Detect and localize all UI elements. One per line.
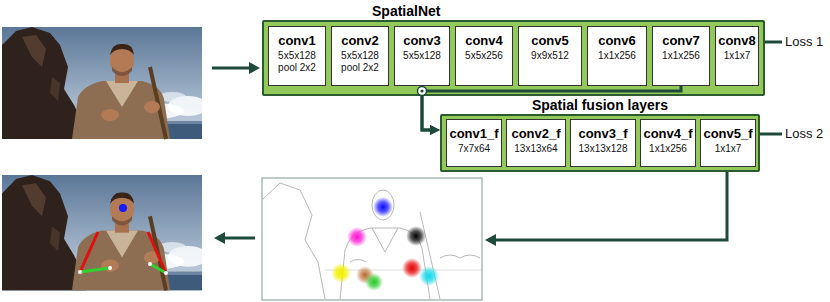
heat-blob: [331, 263, 351, 283]
arrow-head: [430, 125, 440, 135]
loss-label: Loss 1: [785, 34, 823, 50]
layer-box: conv4_f 1x1x256: [640, 119, 696, 167]
layer-size: 13x13x64: [514, 143, 557, 155]
heat-blob: [406, 226, 426, 246]
joint-dot: [164, 271, 168, 275]
layer-name: conv2: [341, 33, 379, 48]
layer-size: 1x1x256: [598, 50, 636, 62]
layer-size: 5x5x256: [465, 50, 503, 62]
layer-box: conv8 1x1x7: [715, 26, 759, 86]
heat-blob: [347, 227, 367, 247]
connector: [422, 86, 681, 135]
layer-box: conv2 5x5x128 pool 2x2: [331, 26, 389, 86]
layer-size: 1x1x7: [724, 50, 751, 62]
input-arrow: [212, 67, 251, 70]
layer-size: 5x5x128: [403, 50, 441, 62]
layer-size: 5x5x128 pool 2x2: [337, 50, 383, 74]
layer-name: conv3: [403, 33, 441, 48]
pose-skeleton: [78, 204, 168, 275]
arrow-head: [485, 234, 496, 246]
layer-name: conv1_f: [449, 126, 498, 141]
forearm: [150, 264, 166, 273]
layer-name: conv4: [465, 33, 503, 48]
layer-name: conv7: [662, 33, 700, 48]
layer-box: conv4 5x5x256: [455, 26, 513, 86]
concat-symbol: [418, 87, 427, 96]
heat-blob: [419, 266, 439, 286]
layer-box: conv5 9x9x512: [518, 26, 582, 86]
connector-line: [422, 86, 681, 130]
layer-box: conv1 5x5x128 pool 2x2: [268, 26, 326, 86]
forearm: [80, 268, 110, 272]
layer-box: conv3_f 13x13x128: [570, 119, 636, 167]
joint-dot: [108, 266, 112, 270]
heat-blob: [365, 273, 383, 291]
heat-blob: [373, 197, 393, 217]
group-title: SpatialNet: [264, 3, 763, 20]
heat-blob: [402, 258, 422, 278]
upper-arm: [148, 232, 166, 273]
input-photo: [2, 27, 208, 139]
layer-size: 5x5x128 pool 2x2: [274, 50, 320, 74]
joint-dot: [78, 270, 82, 274]
arrow-head: [214, 232, 225, 244]
head-dot: [119, 204, 127, 212]
layer-box: conv5_f 1x1x7: [700, 119, 756, 167]
layer-name: conv6: [598, 33, 636, 48]
network-band: SpatialNetconv15x5x128 pool 2x2conv25x5x…: [262, 20, 765, 96]
layer-box: conv3 5x5x128: [394, 26, 450, 86]
joint-dot: [148, 262, 152, 266]
loss-line: [765, 41, 782, 44]
upper-arm: [80, 232, 98, 272]
panel-frame: [262, 178, 482, 300]
layer-size: 1x1x256: [649, 143, 687, 155]
edge-sketch: [262, 183, 481, 299]
layer-name: conv3_f: [578, 126, 627, 141]
layer-size: 13x13x128: [579, 143, 628, 155]
layer-size: 1x1x7: [715, 143, 742, 155]
layer-name: conv5_f: [703, 126, 752, 141]
arrow-head: [430, 125, 440, 135]
layer-box: conv2_f 13x13x64: [506, 119, 566, 167]
arrow-head: [249, 62, 260, 74]
concat-dot: [420, 89, 423, 92]
heatmap-arrow: [495, 172, 727, 240]
layer-name: conv8: [718, 33, 756, 48]
heatmap-panel: [262, 178, 482, 300]
layer-box: conv1_f 7x7x64: [446, 119, 502, 167]
layer-size: 1x1x256: [662, 50, 700, 62]
layer-name: conv2_f: [511, 126, 560, 141]
layer-name: conv4_f: [643, 126, 692, 141]
layer-box: conv7 1x1x256: [652, 26, 710, 86]
network-band: Spatial fusion layersconv1_f7x7x64conv2_…: [440, 114, 760, 172]
loss-label: Loss 2: [785, 126, 823, 142]
layer-box: conv6 1x1x256: [587, 26, 647, 86]
group-title: Spatial fusion layers: [442, 97, 758, 114]
layer-size: 7x7x64: [458, 143, 490, 155]
loss-line: [760, 133, 782, 136]
layer-name: conv5: [531, 33, 569, 48]
layer-size: 9x9x512: [531, 50, 569, 62]
layer-name: conv1: [278, 33, 316, 48]
output-photo: [2, 175, 208, 290]
output-arrow: [223, 237, 255, 240]
